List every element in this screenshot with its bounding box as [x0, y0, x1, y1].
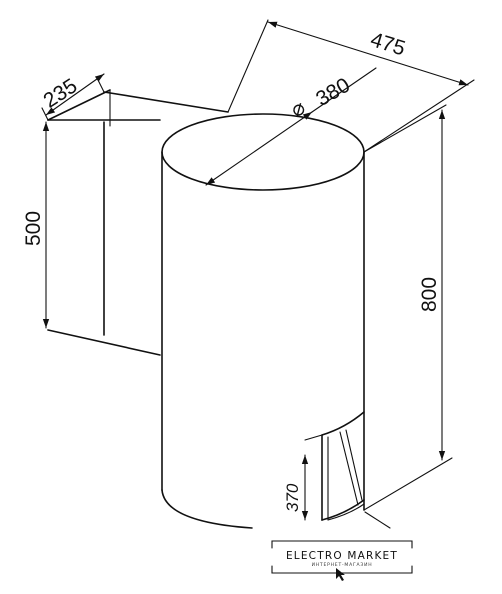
cylinder-bottom-arc	[161, 489, 253, 529]
dimension-mount-height-label: 500	[22, 211, 45, 246]
dimension-panel-height: 370	[283, 434, 391, 529]
dimension-diameter: ⌀ 380	[205, 67, 377, 186]
dimension-mount-height: 500	[22, 121, 50, 329]
logo-brand-text: ELECTRO MARKET	[286, 550, 398, 562]
logo-tagline-text: ИНТЕРНЕТ-МАГАЗИН	[312, 562, 373, 568]
dimension-width: 475	[227, 19, 475, 153]
dimension-diameter-label: 380	[312, 74, 354, 111]
dimension-body-height-label: 800	[418, 277, 441, 312]
cursor-icon	[336, 568, 345, 581]
wall-bracket	[47, 89, 229, 356]
electro-market-logo: ELECTRO MARKET ИНТЕРНЕТ-МАГАЗИН	[271, 540, 413, 581]
dimension-body-height: 800	[363, 104, 453, 511]
dimension-panel-height-label: 370	[283, 483, 302, 512]
control-panel	[321, 411, 365, 521]
cylinder-body	[161, 113, 365, 529]
cylinder-top-ellipse	[161, 113, 365, 191]
